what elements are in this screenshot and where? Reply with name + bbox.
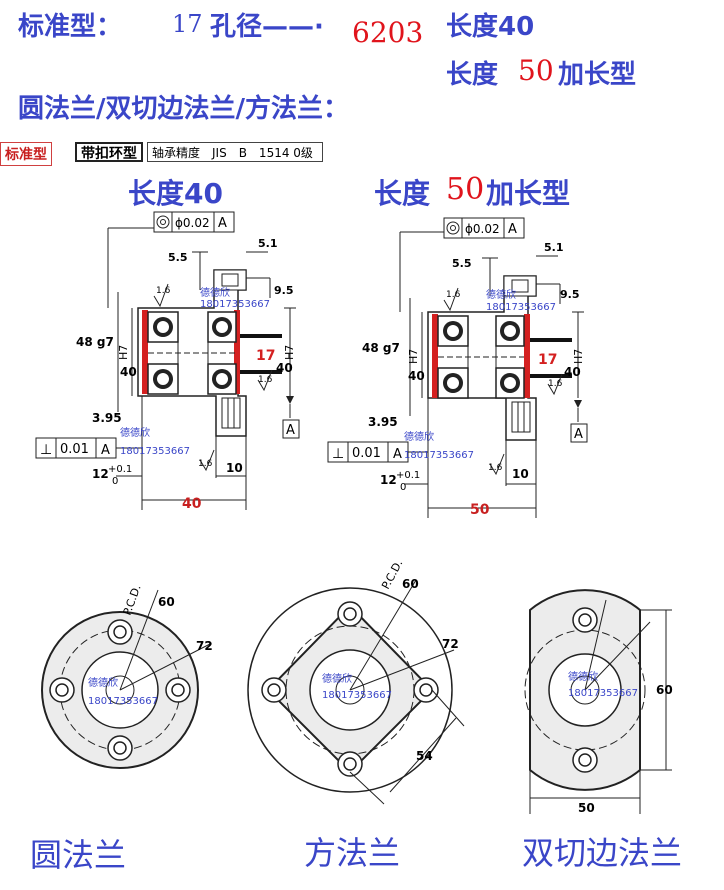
svg-text:10: 10	[226, 461, 243, 475]
header-line2-suffix: 加长型	[558, 60, 637, 90]
svg-text:0: 0	[400, 482, 406, 493]
svg-text:5.5: 5.5	[452, 257, 472, 270]
svg-text:72: 72	[196, 639, 213, 653]
svg-text:18017353667: 18017353667	[120, 446, 190, 457]
svg-text:0.01: 0.01	[60, 442, 89, 457]
svg-text:9.5: 9.5	[274, 284, 294, 297]
header-line2-num: 50	[518, 54, 554, 87]
header-line1-17: 17	[172, 10, 203, 38]
svg-text:9.5: 9.5	[560, 288, 580, 301]
svg-text:72: 72	[442, 637, 459, 651]
svg-text:5.5: 5.5	[168, 251, 188, 264]
header-line2-prefix: 长度	[446, 60, 499, 90]
caption-round-flange: 圆法兰	[30, 836, 127, 874]
svg-text:48 g7: 48 g7	[362, 341, 400, 355]
svg-text:德德欣: 德德欣	[568, 670, 598, 683]
perpendicularity-frame: ⊥ 0.01 A	[35, 437, 117, 459]
svg-text:12: 12	[380, 473, 397, 487]
svg-text:10: 10	[512, 467, 529, 481]
section-view-length-40: ϕ0.02 A	[35, 211, 300, 512]
svg-text:⊥: ⊥	[332, 446, 344, 462]
svg-text:德德欣: 德德欣	[120, 426, 150, 439]
svg-text:德德欣: 德德欣	[200, 286, 230, 299]
svg-text:5.1: 5.1	[544, 241, 564, 254]
concentricity-frame-2: ϕ0.02 A	[443, 217, 525, 239]
svg-text:1.6: 1.6	[548, 379, 563, 389]
svg-text:40: 40	[120, 365, 137, 379]
header-line1-prefix: 标准型：	[18, 12, 123, 42]
svg-text:A: A	[393, 447, 402, 462]
svg-text:40: 40	[276, 361, 293, 375]
svg-text:H7: H7	[117, 345, 130, 360]
svg-text:3.95: 3.95	[368, 415, 398, 429]
svg-text:ϕ0.02: ϕ0.02	[175, 216, 210, 230]
svg-text:40: 40	[182, 496, 202, 512]
svg-text:ϕ0.02: ϕ0.02	[465, 222, 500, 236]
svg-text:5.1: 5.1	[258, 237, 278, 250]
right-view-title-b: 加长型	[486, 177, 571, 210]
right-view-title-num: 50	[446, 172, 485, 207]
svg-text:0.01: 0.01	[352, 446, 381, 461]
svg-text:18017353667: 18017353667	[486, 302, 556, 313]
svg-text:18017353667: 18017353667	[322, 690, 392, 701]
svg-text:+0.1: +0.1	[396, 470, 420, 481]
svg-text:40: 40	[408, 369, 425, 383]
svg-text:1.6: 1.6	[156, 286, 171, 296]
svg-text:A: A	[101, 443, 110, 458]
svg-text:54: 54	[416, 749, 433, 763]
svg-text:德德欣: 德德欣	[322, 672, 352, 685]
svg-text:17: 17	[538, 352, 557, 368]
svg-text:12: 12	[92, 467, 109, 481]
svg-text:德德欣: 德德欣	[88, 676, 118, 689]
svg-text:A: A	[574, 427, 583, 442]
svg-text:1.6: 1.6	[446, 290, 461, 300]
svg-text:A: A	[508, 222, 517, 237]
svg-text:1.6: 1.6	[198, 459, 213, 469]
svg-text:A: A	[218, 216, 227, 231]
svg-text:50: 50	[470, 502, 490, 518]
svg-text:60: 60	[158, 595, 175, 609]
section-view-length-50: ϕ0.02 A A 1.6 1.6	[327, 217, 588, 518]
svg-text:48 g7: 48 g7	[76, 335, 114, 349]
header-line3: 圆法兰/双切边法兰/方法兰：	[18, 94, 349, 124]
svg-text:3.95: 3.95	[92, 411, 122, 425]
svg-text:17: 17	[256, 348, 275, 364]
svg-text:18017353667: 18017353667	[200, 299, 270, 310]
bearing-precision-spec: 轴承精度 JIS B 1514 0级	[147, 142, 323, 162]
svg-text:P.C.D.: P.C.D.	[121, 583, 144, 617]
tab-standard[interactable]: 标准型	[0, 142, 52, 166]
header-line1-length: 长度40	[446, 12, 535, 42]
double-cut-flange-view: 60 50 德德欣 18017353667	[524, 589, 673, 815]
svg-text:0: 0	[112, 476, 118, 487]
tab-buckle[interactable]: 带扣环型	[75, 142, 143, 162]
svg-text:德德欣: 德德欣	[486, 288, 516, 301]
right-view-title-a: 长度	[374, 177, 431, 210]
svg-text:50: 50	[578, 801, 595, 815]
header-line1-bearing: 6203	[352, 16, 424, 49]
round-flange-view: P.C.D. 60 72 德德欣 18017353667	[41, 583, 213, 769]
concentricity-frame: ϕ0.02 A	[153, 211, 235, 233]
svg-text:+0.1: +0.1	[108, 464, 132, 475]
svg-text:18017353667: 18017353667	[404, 450, 474, 461]
svg-text:H7: H7	[572, 349, 585, 364]
svg-text:德德欣: 德德欣	[404, 430, 434, 443]
left-view-title: 长度40	[128, 177, 223, 210]
svg-text:40: 40	[564, 365, 581, 379]
svg-text:1.6: 1.6	[258, 375, 273, 385]
svg-text:⊥: ⊥	[40, 442, 52, 458]
svg-text:A: A	[286, 423, 295, 438]
header-line1-bore: 孔径——·	[210, 12, 324, 42]
svg-text:1.6: 1.6	[488, 463, 503, 473]
square-flange-view: P.C.D. 60 72 54 德德欣 18017353667	[247, 557, 465, 805]
svg-text:60: 60	[402, 577, 419, 591]
svg-text:H7: H7	[407, 349, 420, 364]
caption-square-flange: 方法兰	[304, 834, 401, 872]
svg-text:60: 60	[656, 683, 673, 697]
svg-text:18017353667: 18017353667	[568, 688, 638, 699]
svg-text:18017353667: 18017353667	[88, 696, 158, 707]
perpendicularity-frame-2: ⊥ 0.01 A	[327, 441, 409, 463]
caption-double-cut-flange: 双切边法兰	[522, 834, 683, 872]
svg-text:H7: H7	[283, 345, 296, 360]
